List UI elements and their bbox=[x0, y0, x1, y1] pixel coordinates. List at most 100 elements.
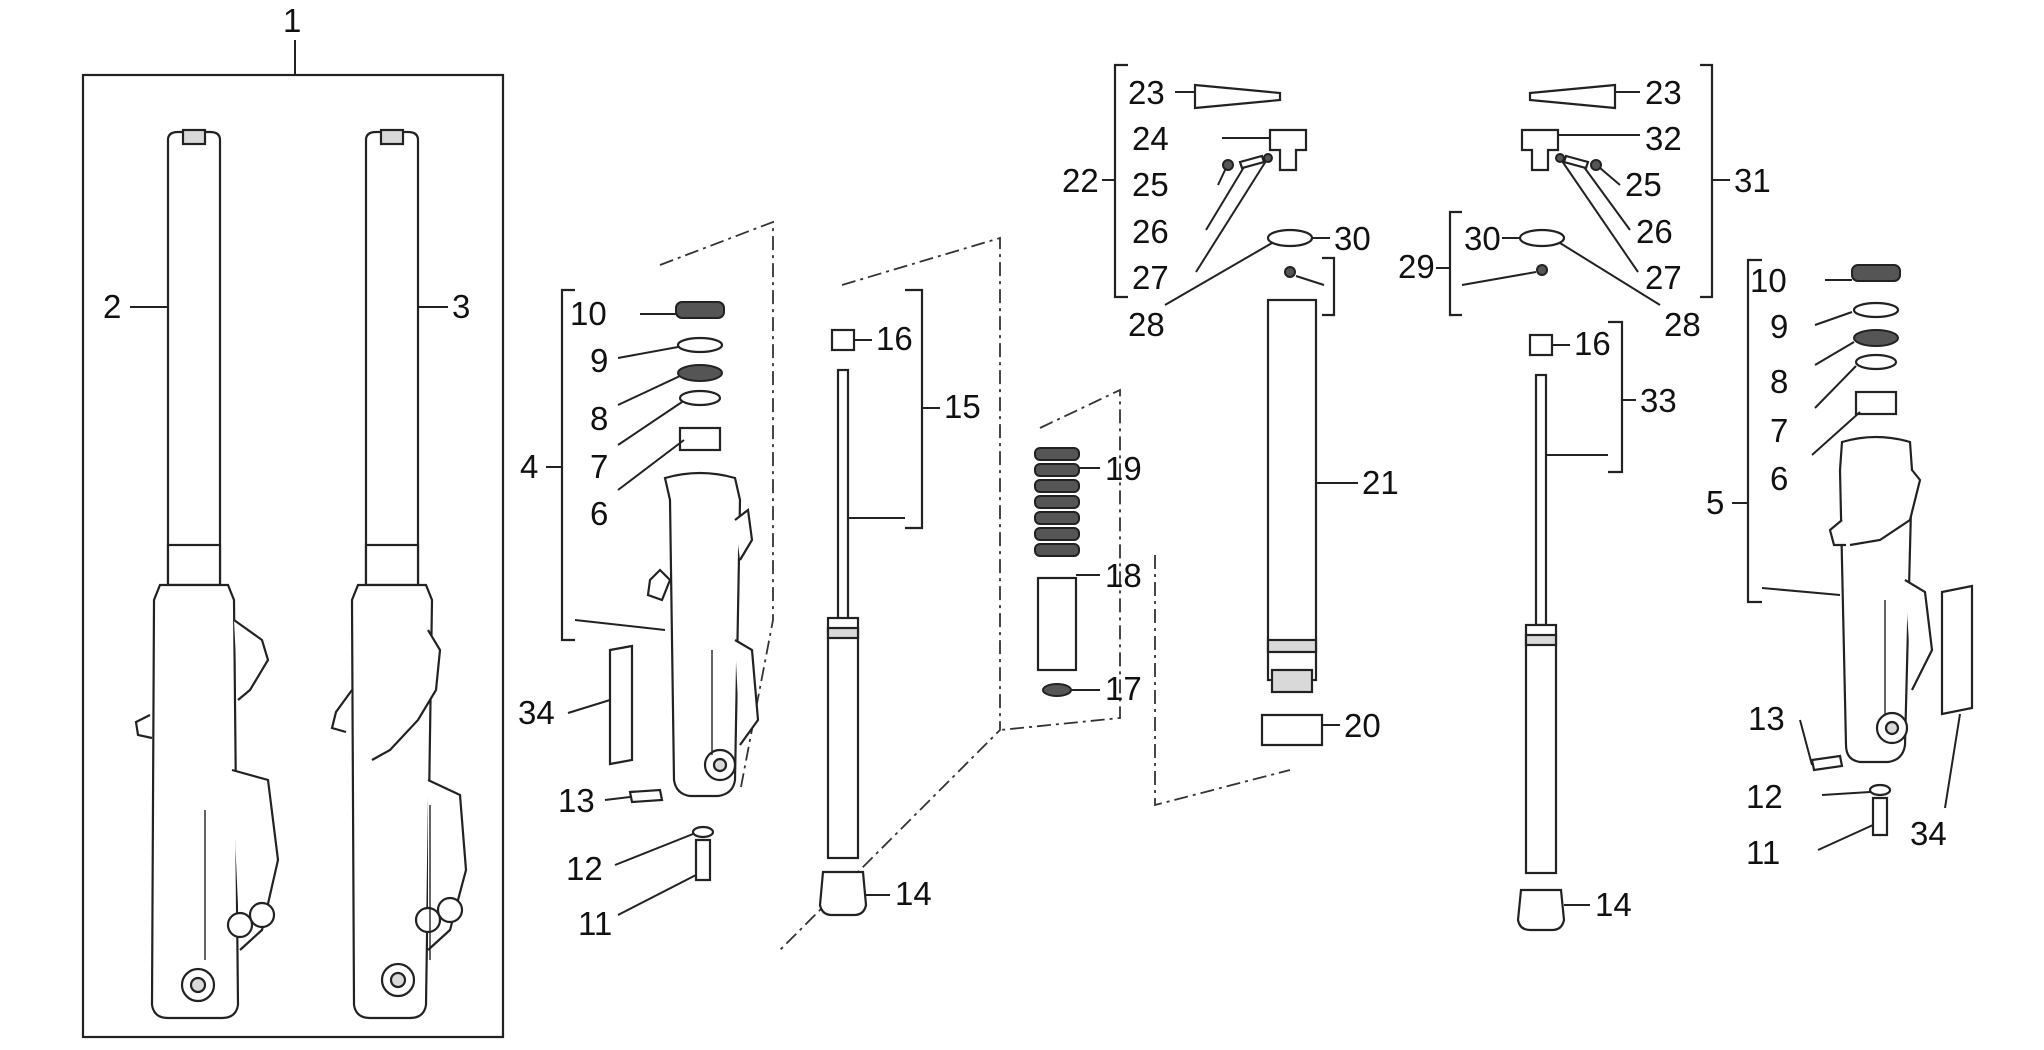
circlip-part bbox=[676, 336, 724, 354]
callout-27: 27 bbox=[1132, 259, 1169, 296]
callout-16b: 16 bbox=[1574, 325, 1611, 362]
complete-fork-assembly-group bbox=[81, 40, 505, 1039]
dust-seal-part bbox=[675, 301, 725, 319]
callout-14: 14 bbox=[895, 875, 932, 912]
damper-rod-right-part bbox=[1534, 373, 1548, 627]
spring-spacer-group bbox=[999, 388, 1121, 731]
callout-1: 1 bbox=[283, 2, 301, 39]
callout-8: 8 bbox=[590, 400, 608, 437]
nut-16-part bbox=[830, 328, 856, 352]
oring-27-right-part bbox=[1555, 153, 1565, 163]
washer-part bbox=[678, 389, 722, 407]
bushing-part bbox=[678, 426, 722, 452]
damper-tube-part bbox=[826, 616, 860, 860]
ball-25-right-part bbox=[1590, 159, 1602, 171]
right-cap-damper-group bbox=[1436, 63, 1730, 932]
oil-seal-right-part bbox=[1853, 329, 1899, 347]
callout-6: 6 bbox=[590, 495, 608, 532]
bracket-29-right bbox=[1448, 210, 1462, 317]
bracket-29-left bbox=[1322, 256, 1336, 317]
callout-28: 28 bbox=[1128, 306, 1165, 343]
callout-5: 5 bbox=[1706, 484, 1724, 521]
callout-29: 29 bbox=[1398, 248, 1435, 285]
callout-15: 15 bbox=[944, 388, 981, 425]
top-cap-24-part bbox=[1268, 128, 1308, 172]
callout-13: 13 bbox=[558, 782, 595, 819]
callout-33: 33 bbox=[1640, 382, 1677, 419]
top-cap-32-part bbox=[1520, 128, 1560, 172]
callout-7b: 7 bbox=[1770, 412, 1788, 449]
right-slider-exploded-group bbox=[1732, 258, 1974, 851]
ball-25-part bbox=[1222, 159, 1234, 171]
spring-26-part bbox=[1238, 154, 1266, 170]
callout-8b: 8 bbox=[1770, 363, 1788, 400]
damper-base-right-part bbox=[1516, 888, 1566, 932]
fork-tube-21-part bbox=[1266, 298, 1318, 694]
callout-11b: 11 bbox=[1746, 834, 1780, 871]
bracket-4 bbox=[560, 288, 575, 642]
nut-16-right-part bbox=[1528, 333, 1554, 357]
bolt-11-part bbox=[694, 838, 712, 882]
callout-25: 25 bbox=[1132, 166, 1169, 203]
callout-2: 2 bbox=[103, 288, 121, 325]
damper-tube-right-part bbox=[1524, 623, 1558, 875]
callout-23b: 23 bbox=[1645, 74, 1682, 111]
adjuster-23-part bbox=[1193, 83, 1282, 110]
callout-7: 7 bbox=[590, 448, 608, 485]
damper-base-part bbox=[818, 870, 868, 917]
callout-23: 23 bbox=[1128, 74, 1165, 111]
spring-19-part bbox=[1034, 447, 1080, 557]
callout-19: 19 bbox=[1105, 450, 1142, 487]
washer-12-part bbox=[691, 825, 715, 839]
callout-17: 17 bbox=[1105, 670, 1142, 707]
callout-27b: 27 bbox=[1645, 259, 1682, 296]
callout-32: 32 bbox=[1645, 120, 1682, 157]
left-fork-leg bbox=[134, 128, 280, 1020]
callout-18: 18 bbox=[1105, 557, 1142, 594]
circlip-right-part bbox=[1852, 301, 1900, 319]
callout-21: 21 bbox=[1362, 464, 1399, 501]
adjuster-23-right-part bbox=[1528, 83, 1617, 110]
damper-rod-part bbox=[836, 368, 850, 622]
bushing-right-part bbox=[1854, 390, 1898, 416]
left-slider-body bbox=[646, 471, 760, 798]
callout-4: 4 bbox=[520, 448, 538, 485]
ball-29-right-part bbox=[1536, 264, 1548, 276]
callout-labels: 1 2 3 4 5 6 6 7 7 8 8 9 9 10 10 11 11 12… bbox=[103, 2, 1947, 942]
callout-26b: 26 bbox=[1636, 213, 1673, 250]
washer-12-right-part bbox=[1868, 783, 1892, 797]
oring-28-part bbox=[1266, 228, 1314, 248]
washer-right-part bbox=[1854, 353, 1898, 371]
callout-3: 3 bbox=[452, 288, 470, 325]
callout-10: 10 bbox=[570, 295, 607, 332]
reflector-strip-right-part bbox=[1940, 584, 1974, 716]
right-fork-leg bbox=[330, 128, 468, 1020]
callout-34b: 34 bbox=[1910, 815, 1947, 852]
bracket-5 bbox=[1746, 258, 1762, 604]
bracket-33 bbox=[1608, 320, 1624, 474]
screw-13-right-part bbox=[1810, 754, 1844, 772]
callout-20: 20 bbox=[1344, 707, 1381, 744]
callout-16: 16 bbox=[876, 320, 913, 357]
callout-9b: 9 bbox=[1770, 308, 1788, 345]
bracket-22 bbox=[1113, 63, 1128, 299]
callout-31: 31 bbox=[1734, 162, 1771, 199]
ball-29-part bbox=[1284, 266, 1296, 278]
oring-28-right-part bbox=[1518, 228, 1566, 248]
oil-seal-part bbox=[677, 364, 723, 382]
callout-12b: 12 bbox=[1746, 778, 1783, 815]
dust-seal-right-part bbox=[1851, 264, 1901, 282]
callout-10b: 10 bbox=[1750, 262, 1787, 299]
bushing-20-part bbox=[1260, 713, 1324, 747]
callout-6b: 6 bbox=[1770, 460, 1788, 497]
callout-9: 9 bbox=[590, 342, 608, 379]
callout-12: 12 bbox=[566, 850, 603, 887]
bracket-31 bbox=[1700, 63, 1714, 299]
spring-26-right-part bbox=[1562, 154, 1590, 170]
callout-26: 26 bbox=[1132, 213, 1169, 250]
reflector-strip-part bbox=[608, 644, 634, 766]
washer-17-part bbox=[1042, 683, 1072, 697]
callout-13b: 13 bbox=[1748, 700, 1785, 737]
bolt-11-right-part bbox=[1871, 796, 1889, 837]
